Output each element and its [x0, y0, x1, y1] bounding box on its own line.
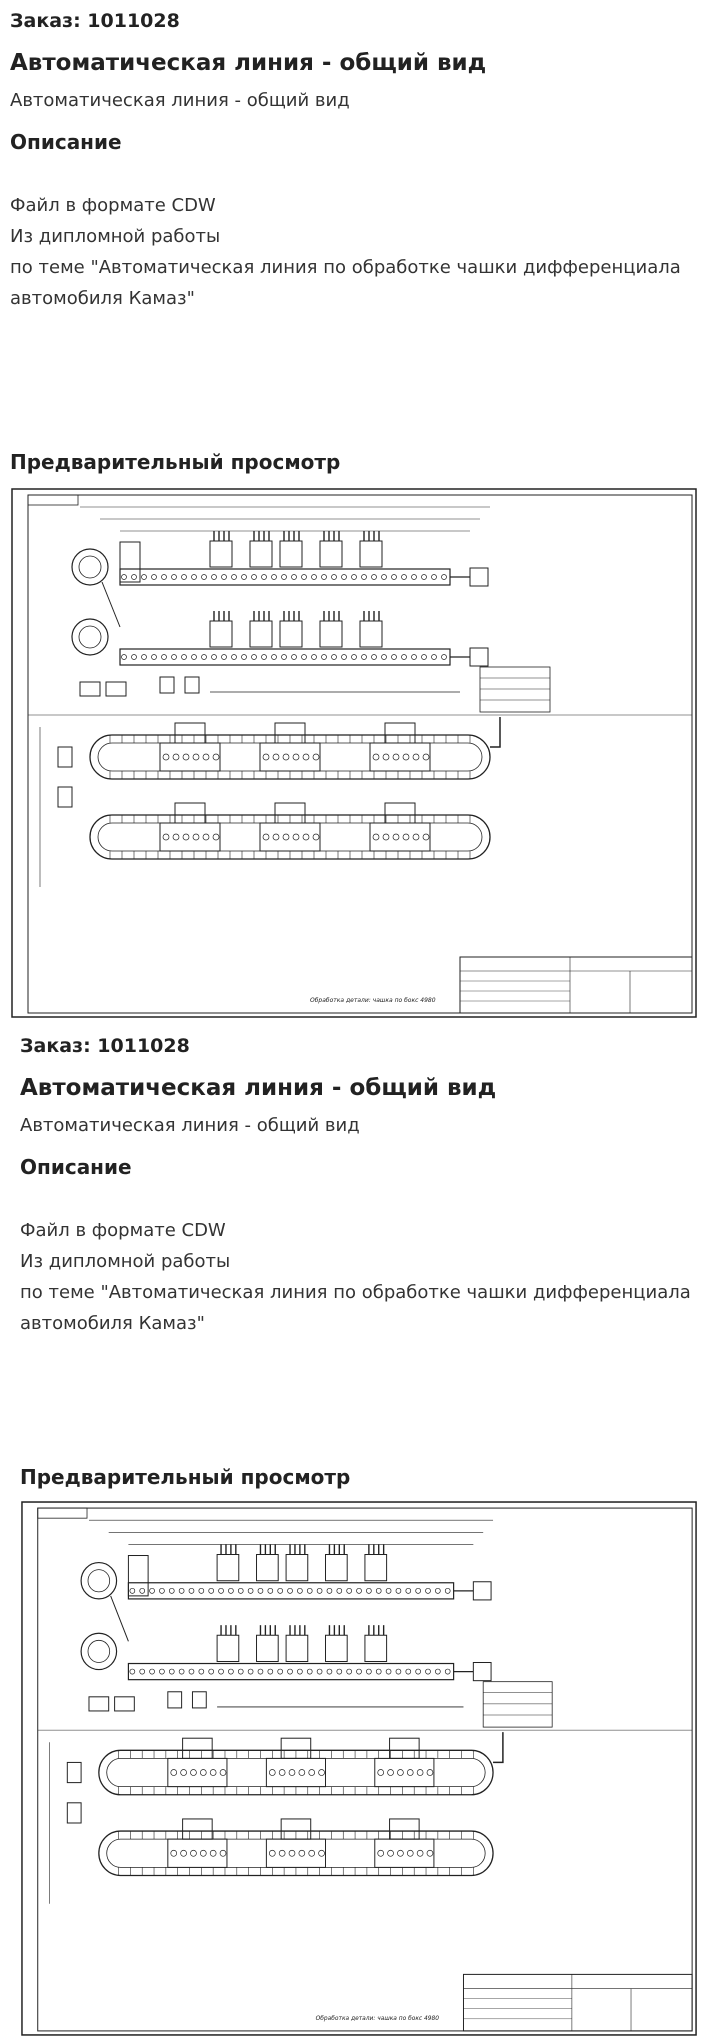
page-title: Автоматическая линия - общий вид	[10, 50, 487, 76]
order-number: Заказ: 1011028	[10, 10, 180, 32]
description-line: автомобиля Камаз"	[10, 288, 195, 309]
description-line: Из дипломной работы	[10, 226, 221, 247]
drawing-note: Обработка детали: чашка по бокс 4980	[316, 2015, 440, 2022]
page-title: Автоматическая линия - общий вид	[20, 1075, 497, 1101]
preview-heading: Предварительный просмотр	[10, 450, 341, 474]
description-text: Файл в формате CDW Из дипломной работы п…	[20, 1215, 691, 1339]
drawing-preview-image[interactable]: Обработка детали: чашка по бокс 4980	[10, 487, 700, 1022]
description-line: Из дипломной работы	[20, 1251, 231, 1272]
description-line: Файл в формате CDW	[20, 1220, 226, 1241]
description-line: по теме "Автоматическая линия по обработ…	[20, 1282, 691, 1303]
preview-heading: Предварительный просмотр	[20, 1465, 351, 1489]
description-heading: Описание	[10, 130, 122, 154]
description-line: по теме "Автоматическая линия по обработ…	[10, 257, 681, 278]
description-line: автомобиля Камаз"	[20, 1313, 205, 1334]
page-subtitle: Автоматическая линия - общий вид	[20, 1115, 360, 1136]
drawing-preview-image[interactable]: Обработка детали: чашка по бокс 4980	[20, 1500, 700, 2040]
entry-2: Заказ: 1011028 Автоматическая линия - об…	[0, 1025, 701, 2042]
drawing-note: Обработка детали: чашка по бокс 4980	[310, 997, 436, 1004]
description-line: Файл в формате CDW	[10, 195, 216, 216]
order-number: Заказ: 1011028	[20, 1035, 190, 1057]
entry-1: Заказ: 1011028 Автоматическая линия - об…	[10, 10, 700, 1022]
description-text: Файл в формате CDW Из дипломной работы п…	[10, 190, 681, 314]
page-subtitle: Автоматическая линия - общий вид	[10, 90, 350, 111]
description-heading: Описание	[20, 1155, 132, 1179]
